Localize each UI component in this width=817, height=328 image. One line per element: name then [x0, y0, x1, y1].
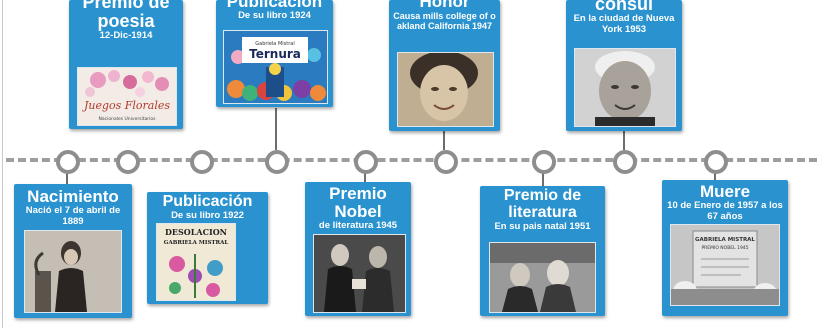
event-card-publicacion-1922[interactable]: Publicación De su libro 1922 DESOLACION … [147, 192, 268, 304]
image-subtitle: Gabriela Mistral [255, 41, 294, 47]
event-image-childhood [24, 230, 122, 313]
event-card-nacimiento[interactable]: Nacimiento Nació el 7 de abril de 1889 [14, 184, 132, 318]
event-image-nobel-ceremony [313, 234, 406, 313]
connector [275, 108, 277, 150]
event-image-celebration [489, 242, 596, 313]
image-title: Ternura [249, 47, 301, 61]
image-subtitle: PREMIO NOBEL 1945 [701, 245, 748, 251]
timeline-node-muere[interactable] [704, 150, 728, 174]
timeline-node-premio-poesia[interactable] [116, 150, 140, 174]
event-image-desolacion: DESOLACION GABRIELA MISTRAL [156, 223, 236, 301]
timeline-node-publicacion-1922[interactable] [190, 150, 214, 174]
event-date: 12-Dic-1914 [99, 29, 153, 41]
event-title: Nacimiento [27, 187, 119, 206]
event-card-honor[interactable]: Honor Causa mills college of o akland Ca… [389, 0, 500, 131]
event-title: Honor [419, 0, 470, 11]
connector [714, 168, 716, 180]
event-description: Nació el 7 de abril de 1889 [25, 204, 121, 227]
timeline-node-premio-literatura[interactable] [532, 150, 556, 174]
event-image-juegos-florales: Juegos Florales Nacionales Universitario… [77, 67, 177, 126]
event-description: 10 de Enero de 1957 a los 67 años [667, 199, 783, 222]
event-title: Publicación [226, 0, 323, 11]
event-description: En su pais natal 1951 [494, 220, 591, 232]
connector [364, 168, 366, 182]
event-description: En la ciudad de Nueva York 1953 [573, 12, 675, 35]
connector [66, 168, 68, 184]
event-title: Muere [699, 182, 751, 201]
timeline-node-honor[interactable] [434, 150, 458, 174]
event-card-premio-literatura[interactable]: Premio de literatura En su pais natal 19… [480, 186, 605, 316]
event-card-muere[interactable]: Muere 10 de Enero de 1957 a los 67 años … [662, 180, 788, 316]
event-date: de literatura 1945 [318, 219, 398, 231]
timeline-node-nacimiento[interactable] [56, 150, 80, 174]
image-title: GABRIELA MISTRAL [695, 237, 755, 243]
event-card-premio-nobel[interactable]: Premio Nobel de literatura 1945 [305, 182, 411, 316]
timeline-node-consul[interactable] [613, 150, 637, 174]
event-description: Causa mills college of o akland Californ… [393, 10, 496, 32]
event-card-publicacion-1924[interactable]: Publicación De su libro 1924 Gabriela Mi… [216, 0, 333, 107]
event-title: consul [594, 0, 653, 14]
connector [542, 168, 544, 186]
event-date: De su libro 1924 [238, 9, 311, 21]
event-title: Premio Nobel [329, 184, 387, 221]
event-title: Publicación [162, 193, 253, 210]
timeline-node-publicacion-1924[interactable] [265, 150, 289, 174]
event-title: Premio de literatura [503, 187, 582, 221]
event-image-ternura: Gabriela Mistral Ternura [223, 30, 328, 104]
left-border [2, 0, 3, 328]
event-image-portrait [574, 48, 676, 127]
event-title: Premio de poesia [82, 0, 170, 31]
timeline-axis [6, 158, 817, 162]
image-subtitle: GABRIELA MISTRAL [164, 240, 229, 246]
connector [443, 131, 445, 150]
image-title: DESOLACION [165, 227, 227, 237]
image-subtitle: Nacionales Universitarios [99, 116, 157, 122]
timeline-node-premio-nobel[interactable] [354, 150, 378, 174]
event-card-premio-poesia[interactable]: Premio de poesia 12-Dic-1914 Juegos Flor… [69, 0, 183, 129]
event-image-grave: GABRIELA MISTRAL PREMIO NOBEL 1945 [670, 224, 780, 306]
connector [623, 131, 625, 150]
event-image-portrait [397, 52, 494, 127]
image-title: Juegos Florales [82, 99, 170, 112]
event-card-consul[interactable]: consul En la ciudad de Nueva York 1953 [566, 0, 682, 131]
event-date: De su libro 1922 [171, 209, 244, 221]
